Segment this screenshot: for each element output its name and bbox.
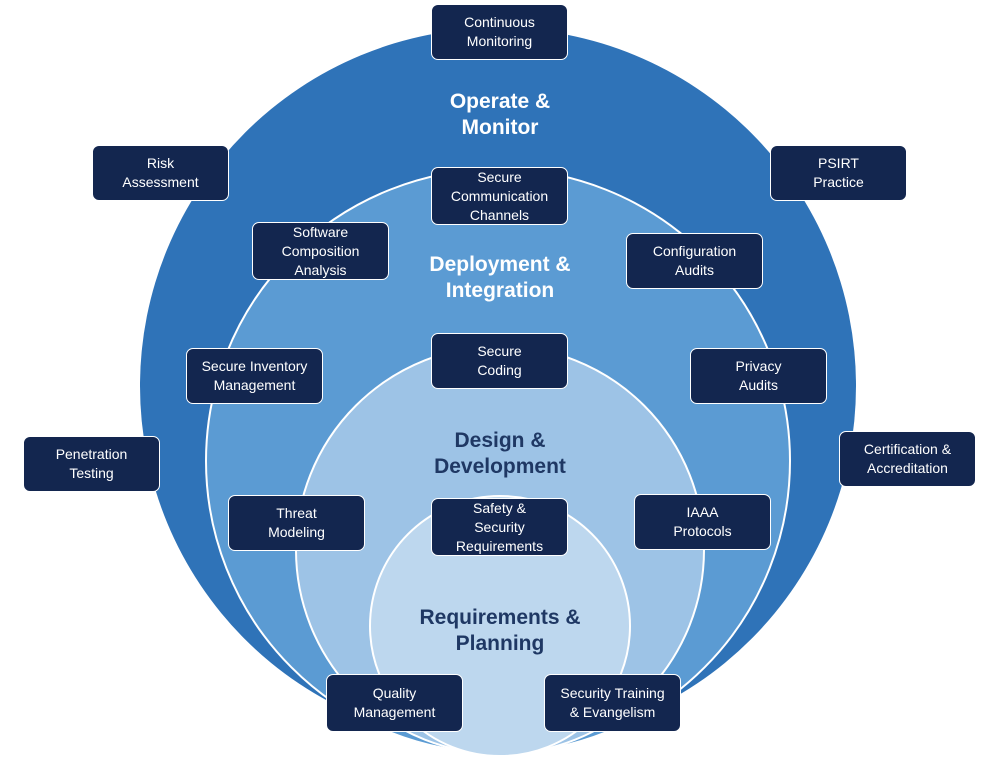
box-secure-coding: Secure Coding (431, 333, 568, 389)
box-continuous-monitoring: Continuous Monitoring (431, 4, 568, 60)
box-secure-communication-channels: Secure Communication Channels (431, 167, 568, 225)
phase-label-design-development: Design & Development (434, 429, 566, 478)
box-quality-management: Quality Management (326, 674, 463, 732)
box-psirt-practice: PSIRT Practice (770, 145, 907, 201)
box-privacy-audits: Privacy Audits (690, 348, 827, 404)
phase-label-deployment-integration: Deployment & Integration (429, 253, 571, 302)
box-penetration-testing: Penetration Testing (23, 436, 160, 492)
box-iaaa-protocols: IAAA Protocols (634, 494, 771, 550)
box-safety-security-requirements: Safety & Security Requirements (431, 498, 568, 556)
box-software-composition-analysis: Software Composition Analysis (252, 222, 389, 280)
box-configuration-audits: Configuration Audits (626, 233, 763, 289)
phase-label-operate-monitor: Operate & Monitor (449, 90, 551, 139)
phase-label-requirements-planning: Requirements & Planning (419, 606, 581, 655)
box-security-training-evangelism: Security Training & Evangelism (544, 674, 681, 732)
box-secure-inventory-management: Secure Inventory Management (186, 348, 323, 404)
box-risk-assessment: Risk Assessment (92, 145, 229, 201)
box-certification-accreditation: Certification & Accreditation (839, 431, 976, 487)
box-threat-modeling: Threat Modeling (228, 495, 365, 551)
